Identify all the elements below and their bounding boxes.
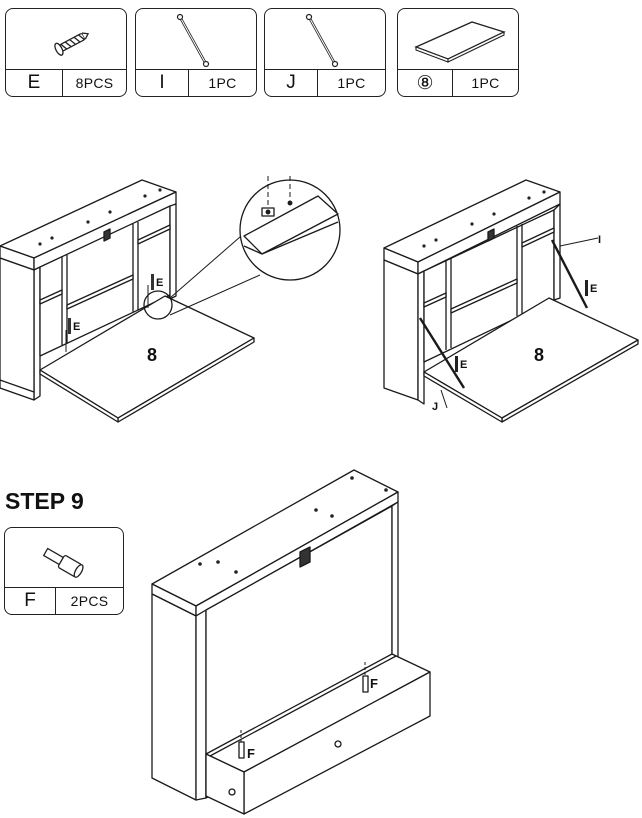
part-box-f: F 2PCS bbox=[4, 527, 124, 615]
part-box-8: ⑧ 1PC bbox=[397, 8, 519, 97]
step9-cabinet-drawing bbox=[151, 469, 431, 815]
part-code-f: F bbox=[5, 588, 56, 614]
step9-pin-label-f-b: F bbox=[370, 676, 378, 691]
left-screw-label-e-b: E bbox=[73, 321, 80, 333]
left-screw-label-e-a: E bbox=[156, 277, 163, 289]
left-panel-number: 8 bbox=[147, 345, 157, 365]
step9-pin-label-f-a: F bbox=[247, 746, 255, 761]
right-rod-label-j: J bbox=[432, 401, 438, 413]
part-qty-e: 8PCS bbox=[75, 75, 114, 91]
right-panel-number: 8 bbox=[534, 345, 544, 365]
part-code-i: I bbox=[136, 70, 189, 96]
part-qty-8: 1PC bbox=[471, 75, 500, 91]
part-box-e: E 8PCS bbox=[5, 8, 127, 97]
zoom-detail-circle bbox=[239, 176, 341, 281]
right-screw-label-e-b: E bbox=[460, 359, 467, 371]
right-screw-label-e-a: E bbox=[590, 283, 597, 295]
support-rod-i-icon bbox=[136, 9, 256, 70]
part-qty-i: 1PC bbox=[208, 75, 237, 91]
left-cabinet-drawing bbox=[0, 179, 261, 423]
part-code-e: E bbox=[6, 70, 63, 96]
screw-icon bbox=[6, 9, 126, 70]
part-box-j: J 1PC bbox=[264, 8, 386, 97]
part-qty-f: 2PCS bbox=[70, 593, 109, 609]
support-rod-j-icon bbox=[265, 9, 385, 70]
board-panel-icon bbox=[398, 9, 518, 70]
part-qty-j: 1PC bbox=[337, 75, 366, 91]
part-code-j: J bbox=[265, 70, 318, 96]
part-code-8: ⑧ bbox=[398, 70, 453, 96]
part-box-i: I 1PC bbox=[135, 8, 257, 97]
right-cabinet-drawing bbox=[383, 179, 639, 423]
knob-pin-icon bbox=[5, 528, 123, 588]
step-9-title: STEP 9 bbox=[5, 488, 84, 514]
right-rod-label-i: I bbox=[598, 234, 601, 246]
